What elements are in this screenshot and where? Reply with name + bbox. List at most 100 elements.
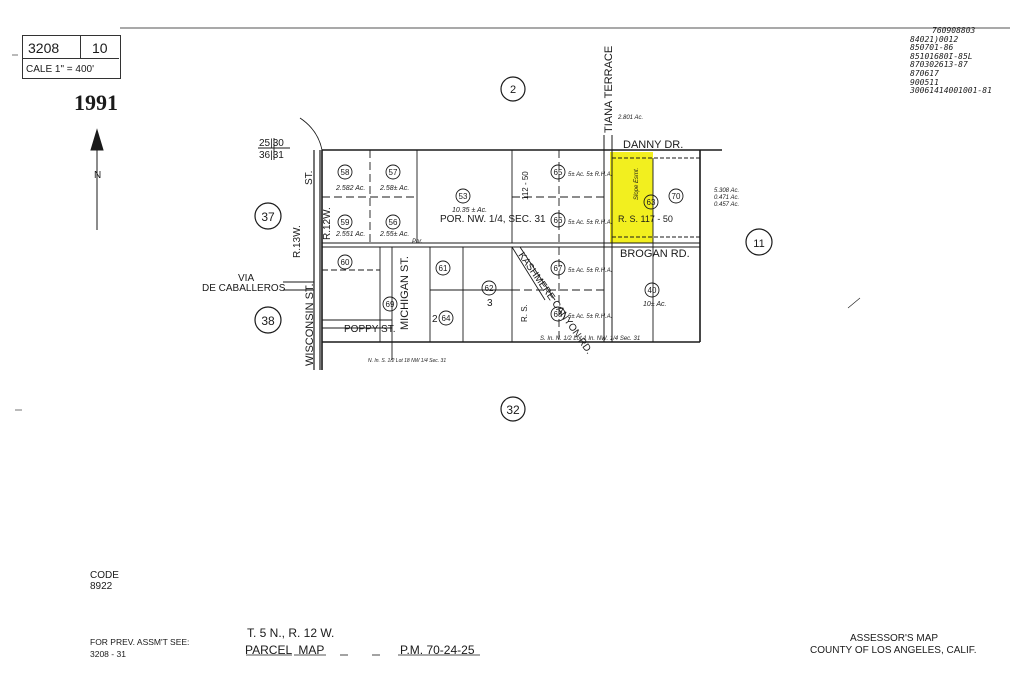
assessor-map-label: ASSESSOR'S MAP — [850, 633, 939, 644]
parcel-number: 59 — [341, 218, 350, 227]
section-circle-bottom — [500, 396, 526, 422]
section-corner-tick — [258, 138, 290, 160]
map-page-number: 10 — [92, 40, 108, 56]
record-survey-label: R. S. 117 - 50 — [618, 214, 673, 224]
right-acreage-label: 0.471 Ac. — [714, 195, 739, 201]
por-nw-label: POR. NW. 1/4, SEC. 31 — [440, 214, 546, 225]
parcel-acreage: 10± Ac. — [643, 301, 666, 308]
wisconsin-street-label: WISCONSIN ST. — [304, 283, 316, 366]
section-circle-left-top — [254, 202, 282, 230]
range-east-label: R.12W. — [322, 207, 333, 240]
revision-entry: 850701-86 — [910, 43, 954, 53]
north-arrow-icon — [90, 128, 104, 230]
parcel-circles — [337, 164, 684, 326]
code-label: CODE — [90, 570, 119, 581]
parcel-lines — [322, 150, 654, 360]
revision-entry: 900511 — [910, 77, 939, 87]
section-circle-right — [745, 228, 773, 256]
parcel-number: 58 — [341, 168, 350, 177]
parcel-map-reference: P.M. 70-24-25 — [400, 643, 475, 657]
parcel-acreage: 5± Ac. 5± R.H.A. — [568, 172, 612, 178]
parcel-acreage: 5± Ac. 5± R.H.A. — [568, 220, 612, 226]
parcel-number: 66 — [554, 216, 563, 225]
via-label: VIA — [238, 273, 254, 284]
parcel-acreage: 10.35 ± Ac. — [452, 207, 487, 214]
danny-drive-road — [604, 149, 722, 159]
north-label: N — [94, 170, 102, 181]
code-value: 8922 — [90, 581, 113, 592]
map-book-number: 3208 — [28, 40, 60, 56]
map-number-divider — [22, 58, 119, 59]
parcel-number: 69 — [386, 300, 395, 309]
record-survey-112-label: 112 - 50 — [521, 171, 530, 200]
parcel-number: 70 — [672, 192, 681, 201]
revision-entry: 870302613-87 — [910, 60, 968, 70]
parcel-number: 40 — [648, 286, 657, 295]
wisconsin-street — [313, 150, 321, 370]
section-number-top: 2 — [510, 84, 516, 96]
via-de-caballeros-road — [283, 281, 314, 291]
section-corner-top: 25|30 — [259, 138, 284, 149]
section-corner-bottom: 36|31 — [259, 150, 284, 161]
parcel-acreage: 2.551 Ac. — [335, 231, 365, 238]
parcel-map-label: PARCEL MAP — [245, 643, 325, 657]
section-circle-top — [500, 76, 526, 102]
parcel-acreage: 2.55± Ac. — [379, 231, 409, 238]
revision-entry: 870617 — [910, 68, 939, 78]
section-circle-left-bottom — [254, 306, 282, 334]
parcel-acreage: 5± Ac. 5± R.H.A. — [568, 314, 612, 320]
curved-road — [299, 117, 323, 151]
michigan-street-label: MICHIGAN ST. — [399, 256, 411, 330]
stray-marks — [12, 54, 861, 411]
slope-esmt-label: Slope Esmt. — [634, 168, 640, 200]
parcel-acreage: 2.58± Ac. — [379, 185, 409, 192]
prev-assessment-value: 3208 - 31 — [90, 649, 126, 659]
section-number-left-top: 37 — [261, 210, 275, 224]
revision-log: 760908803 84021)0012 850701-86 85101680I… — [910, 26, 992, 96]
revision-entry: 30061414001001-81 — [910, 86, 992, 96]
section-number-left-bottom: 38 — [261, 314, 275, 328]
right-acreage-label: 5.308 Ac. — [714, 188, 739, 194]
parcel-number: 68 — [554, 310, 563, 319]
north-line-note: N. In. S. 1/2 Lot 18 NW 1/4 Sec. 31 — [368, 358, 446, 364]
parcel-number: 53 — [459, 192, 468, 201]
parcel-number: 67 — [554, 264, 563, 273]
danny-drive-label: DANNY DR. — [623, 139, 683, 151]
revision-entry: 84021)0012 — [910, 34, 959, 44]
parcel-number: 60 — [341, 258, 350, 267]
map-number-box — [22, 35, 121, 79]
lot-2-label: 2 — [432, 314, 438, 325]
record-survey-short-label: R. S. — [520, 304, 529, 322]
parcel-number: 61 — [439, 264, 448, 273]
parcel-number: 56 — [389, 218, 398, 227]
prev-assessment-label: FOR PREV. ASSM'T SEE: — [90, 637, 190, 647]
parcel-number: 57 — [389, 168, 398, 177]
scale-label: CALE 1" = 400' — [26, 64, 95, 75]
parcel-number: 65 — [554, 168, 563, 177]
county-label: COUNTY OF LOS ANGELES, CALIF. — [810, 645, 977, 656]
parcel-acreage: 5± Ac. 5± R.H.A. — [568, 268, 612, 274]
section-circles — [254, 76, 773, 422]
brogan-road — [322, 236, 700, 248]
right-acreage-label: 0.457 Ac. — [714, 202, 739, 208]
parcel-number: 63 — [647, 198, 656, 207]
revision-entry: 760908803 — [932, 26, 976, 35]
highlight-acreage-label: 2.801 Ac. — [617, 115, 643, 121]
de-caballeros-label: DE CABALLEROS — [202, 283, 286, 294]
parcel-number: 64 — [442, 314, 451, 323]
por-label: Por. — [412, 239, 423, 245]
parcel-number: 62 — [485, 284, 494, 293]
section-number-bottom: 32 — [506, 403, 520, 417]
section-number-right: 11 — [753, 238, 764, 250]
st-short-label: ST. — [304, 171, 315, 185]
south-line-label: S. In. N. 1/2 Lot 1 In. NW. 1/4 Sec. 31 — [540, 336, 640, 342]
poppy-street-label: POPPY ST. — [344, 324, 396, 335]
map-number-divider-v — [80, 35, 81, 58]
range-west-label: R.13W. — [292, 225, 303, 258]
parcel-acreage: 2.582 Ac. — [335, 185, 365, 192]
map-year: 1991 — [74, 90, 118, 115]
revision-entry: 85101680I-85L — [910, 51, 973, 61]
township-range: T. 5 N., R. 12 W. — [247, 626, 335, 640]
lot-3-label: 3 — [487, 298, 493, 309]
